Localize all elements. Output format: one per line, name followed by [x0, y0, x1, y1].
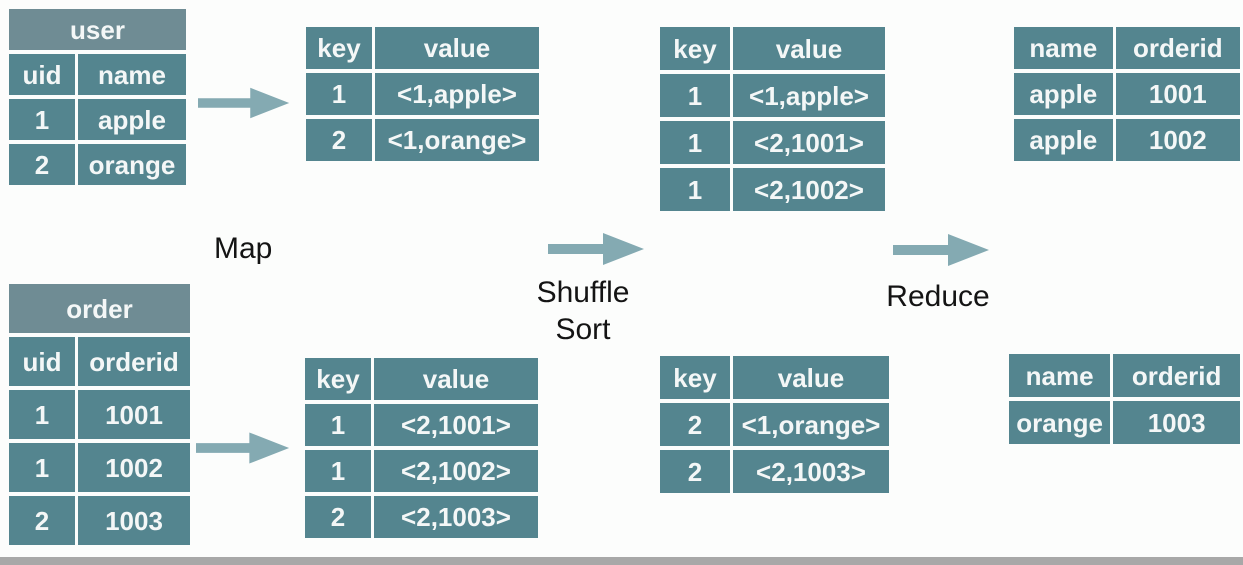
table-cell: 1: [9, 390, 75, 439]
sort-label: Sort: [555, 313, 611, 346]
shuffle-key1-table: key value 1 <1,apple> 1 <2,1001> 1 <2,10…: [657, 23, 888, 215]
map-arrow-user-icon: [198, 87, 290, 119]
table-cell: 2: [9, 144, 75, 185]
user-table-header-name: name: [78, 54, 186, 95]
reduce-key1-table: name orderid apple 1001 apple 1002: [1011, 23, 1243, 165]
table-cell: 1: [660, 121, 730, 164]
map-output-order-table: key value 1 <2,1001> 1 <2,1002> 2 <2,100…: [302, 354, 541, 542]
table-cell: 1: [9, 99, 75, 140]
table-cell: <2,1003>: [374, 496, 538, 538]
order-table-title: order: [9, 284, 190, 333]
table-cell: apple: [1014, 119, 1113, 161]
table-cell: apple: [1014, 73, 1113, 115]
map-output-user-table: key value 1 <1,apple> 2 <1,orange>: [303, 23, 542, 165]
column-header-key: key: [660, 356, 730, 399]
table-cell: apple: [78, 99, 186, 140]
reduce-label: Reduce: [886, 280, 990, 313]
reduce-key2-table: name orderid orange 1003: [1006, 350, 1243, 448]
map-arrow-order-icon: [196, 432, 290, 464]
table-cell: 2: [305, 496, 371, 538]
user-table-title: user: [9, 9, 186, 50]
order-table: order uid orderid 1 1001 1 1002 2 1003: [6, 280, 193, 549]
table-cell: 1: [305, 404, 371, 446]
column-header-key: key: [305, 358, 371, 400]
table-cell: 1: [660, 168, 730, 211]
table-cell: 1001: [78, 390, 190, 439]
table-cell: <1,orange>: [733, 403, 889, 446]
table-cell: 1001: [1115, 73, 1240, 115]
table-cell: 1: [660, 74, 730, 117]
bottom-edge-bar: [0, 557, 1243, 565]
user-table-header-uid: uid: [9, 54, 75, 95]
table-cell: <2,1003>: [733, 450, 889, 493]
table-cell: 1002: [1115, 119, 1240, 161]
column-header-orderid: orderid: [1115, 27, 1240, 69]
reduce-arrow-icon: [893, 234, 989, 266]
table-cell: 1: [9, 443, 75, 492]
column-header-value: value: [374, 358, 538, 400]
table-cell: <1,apple>: [375, 73, 539, 115]
column-header-value: value: [733, 27, 885, 70]
table-cell: 1002: [78, 443, 190, 492]
table-cell: orange: [78, 144, 186, 185]
column-header-key: key: [306, 27, 372, 69]
table-cell: 1: [306, 73, 372, 115]
column-header-key: key: [660, 27, 730, 70]
table-cell: <2,1002>: [733, 168, 885, 211]
column-header-value: value: [733, 356, 889, 399]
shuffle-label: Shuffle: [536, 276, 630, 309]
column-header-name: name: [1014, 27, 1113, 69]
table-cell: 1: [305, 450, 371, 492]
table-cell: 2: [9, 496, 75, 545]
column-header-orderid: orderid: [1113, 354, 1240, 397]
table-cell: <2,1001>: [374, 404, 538, 446]
table-cell: <1,apple>: [733, 74, 885, 117]
table-cell: <1,orange>: [375, 119, 539, 161]
table-cell: 1003: [78, 496, 190, 545]
order-table-header-orderid: orderid: [78, 337, 190, 386]
order-table-header-uid: uid: [9, 337, 75, 386]
user-table: user uid name 1 apple 2 orange: [6, 5, 189, 189]
map-label: Map: [214, 232, 273, 265]
table-cell: <2,1002>: [374, 450, 538, 492]
column-header-name: name: [1009, 354, 1111, 397]
table-cell: 2: [306, 119, 372, 161]
table-cell: 2: [660, 450, 730, 493]
shuffle-arrow-icon: [548, 233, 644, 265]
table-cell: orange: [1009, 401, 1111, 444]
column-header-value: value: [375, 27, 539, 69]
table-cell: 2: [660, 403, 730, 446]
table-cell: <2,1001>: [733, 121, 885, 164]
shuffle-key2-table: key value 2 <1,orange> 2 <2,1003>: [657, 352, 892, 497]
table-cell: 1003: [1113, 401, 1240, 444]
